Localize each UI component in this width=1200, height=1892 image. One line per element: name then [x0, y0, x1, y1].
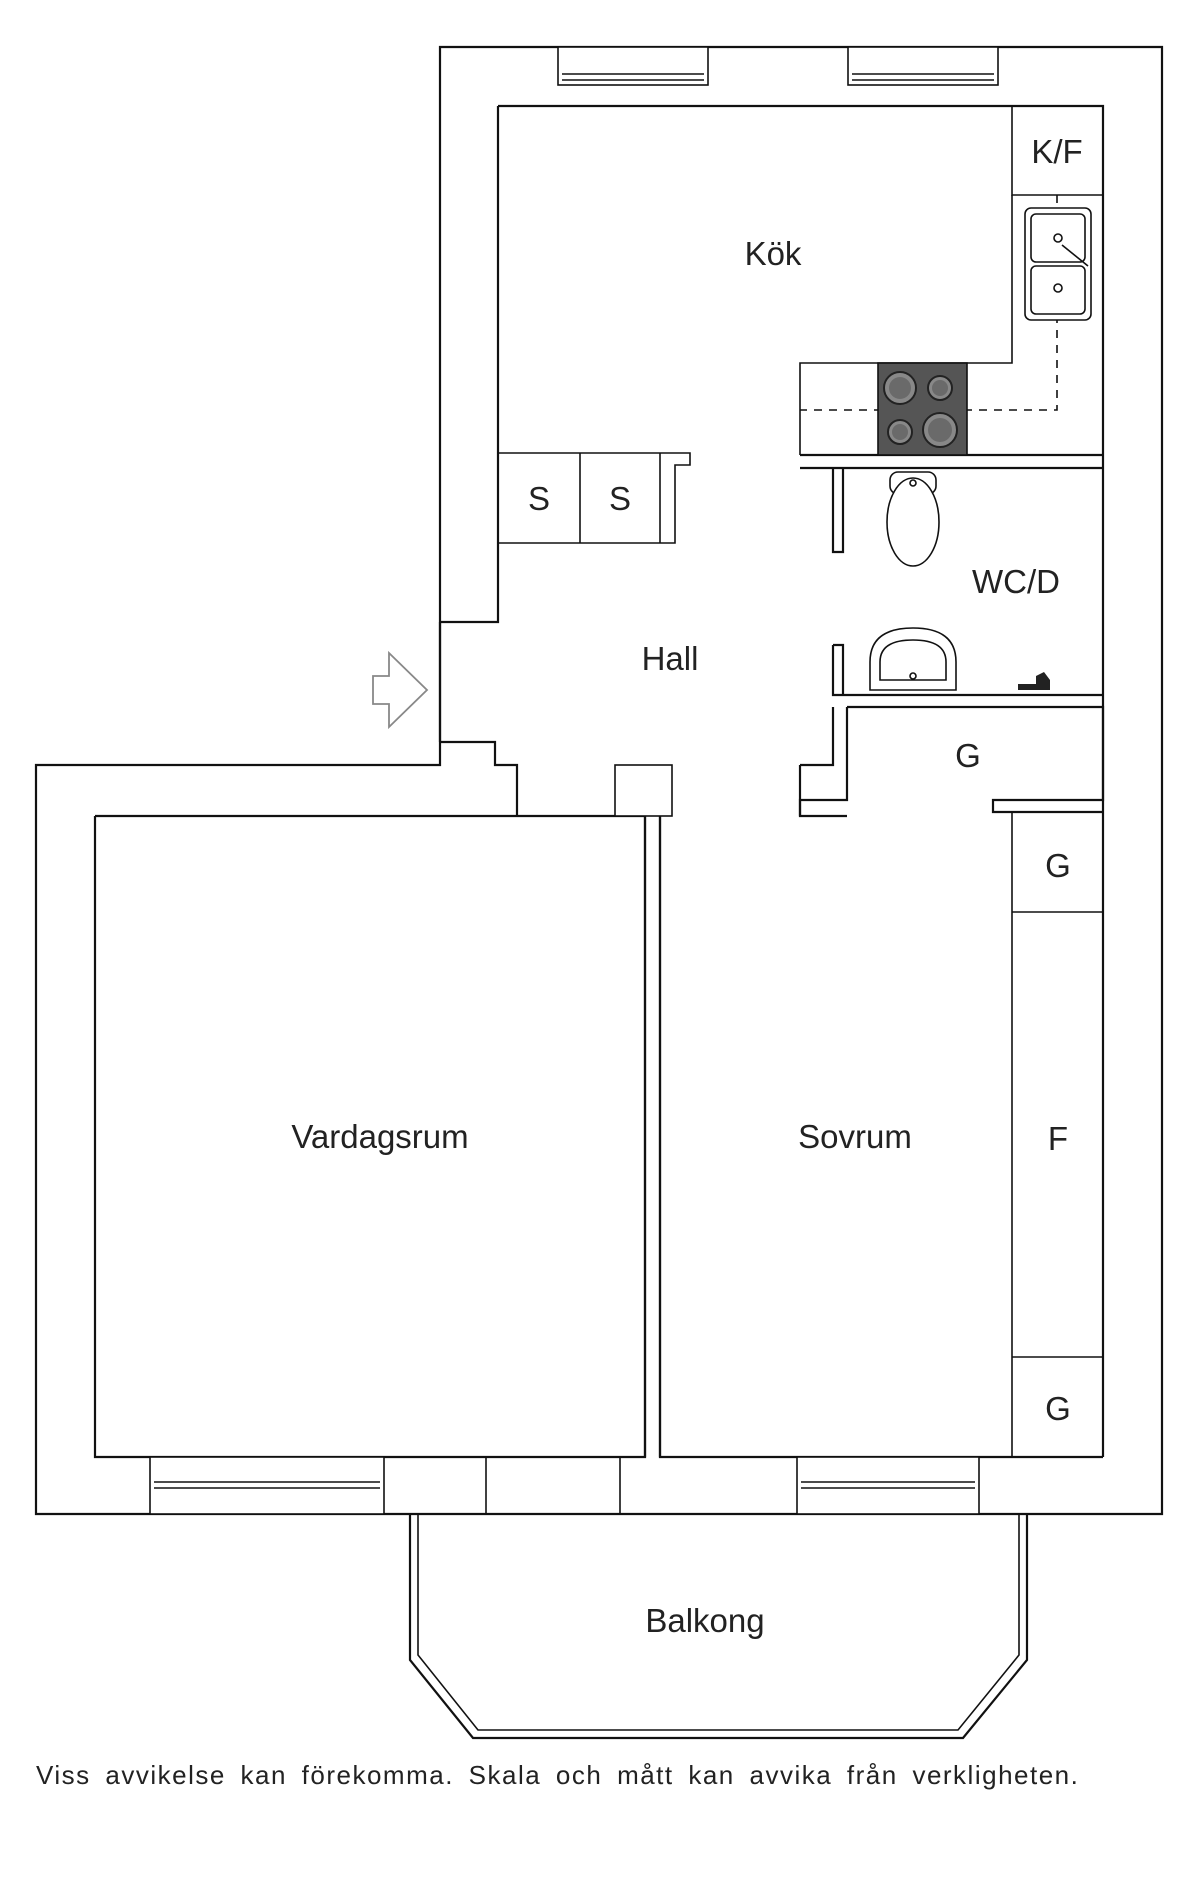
label-kitchen: Kök	[745, 235, 802, 272]
balcony	[408, 1457, 1029, 1740]
outer-walls	[34, 45, 1164, 1516]
label-bathroom: WC/D	[972, 563, 1060, 600]
disclaimer-text: Viss avvikelse kan förekomma. Skala och …	[36, 1760, 1080, 1790]
label-pantry-fridge: K/F	[1031, 133, 1082, 170]
label-bedroom: Sovrum	[798, 1118, 912, 1155]
label-living-room: Vardagsrum	[291, 1118, 468, 1155]
windows	[149, 46, 999, 1515]
toilet-icon	[886, 471, 940, 567]
label-balcony: Balkong	[645, 1602, 764, 1639]
label-closet-top: G	[1045, 847, 1071, 884]
label-closet-hall: G	[955, 737, 981, 774]
faucet-icon	[1018, 672, 1050, 690]
label-closet-bottom: G	[1045, 1390, 1071, 1427]
stove-icon	[877, 362, 968, 456]
label-storage-2: S	[609, 480, 631, 517]
window-kitchen-left	[557, 46, 709, 86]
sink-icon	[1024, 207, 1092, 321]
label-hall: Hall	[642, 640, 699, 677]
window-kitchen-right	[847, 46, 999, 86]
washbasin-icon	[869, 627, 957, 691]
window-living-room	[149, 1456, 385, 1515]
entrance-arrow-icon	[372, 650, 429, 730]
window-bedroom	[796, 1456, 980, 1515]
wall-stub	[614, 764, 673, 817]
kitchen-counter	[799, 195, 1092, 456]
interior-walls	[438, 106, 1105, 1457]
label-storage-1: S	[528, 480, 550, 517]
label-wardrobe: F	[1048, 1120, 1068, 1157]
